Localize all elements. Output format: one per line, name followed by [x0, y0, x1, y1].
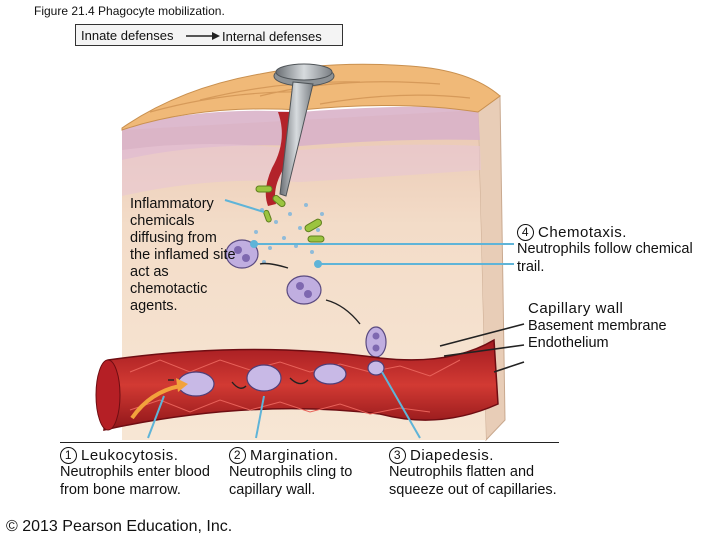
capillary: [95, 338, 499, 431]
endothelium-label: Endothelium: [528, 335, 609, 351]
capillary-wall-title: Capillary wall: [528, 300, 624, 317]
step-2-text: Neutrophils cling to capillary wall.: [229, 464, 353, 498]
step-2-title: Margination.: [250, 447, 339, 464]
step-1-title: Leukocytosis.: [81, 447, 179, 464]
step-4-title: Chemotaxis.: [538, 224, 627, 241]
step-1-number: 1: [60, 447, 77, 464]
breadcrumb: Innate defenses Internal defenses: [75, 24, 343, 46]
step-3-title: Diapedesis.: [410, 447, 494, 464]
figure-title: Figure 21.4 Phagocyte mobilization.: [34, 4, 225, 18]
capillary-wall-label: Capillary wall Basement membrane Endothe…: [528, 300, 718, 352]
step-2-number: 2: [229, 447, 246, 464]
nail-icon: [273, 63, 335, 197]
basement-membrane-label: Basement membrane: [528, 318, 667, 334]
inflammatory-chemicals-label: Inflammatory chemicals diffusing from th…: [130, 196, 236, 314]
breadcrumb-internal[interactable]: Internal defenses: [222, 29, 322, 44]
step-1-text: Neutrophils enter blood from bone marrow…: [60, 464, 210, 498]
breadcrumb-innate[interactable]: Innate defenses: [81, 28, 174, 43]
step-4-text: Neutrophils follow chemical trail.: [517, 241, 693, 275]
copyright-notice: © 2013 Pearson Education, Inc.: [6, 518, 233, 535]
step-3-number: 3: [389, 447, 406, 464]
step-3-text: Neutrophils flatten and squeeze out of c…: [389, 464, 557, 498]
arrow-right-icon: [186, 32, 220, 40]
neutrophil-icon: [225, 239, 387, 358]
step-4-number: 4: [517, 224, 534, 241]
